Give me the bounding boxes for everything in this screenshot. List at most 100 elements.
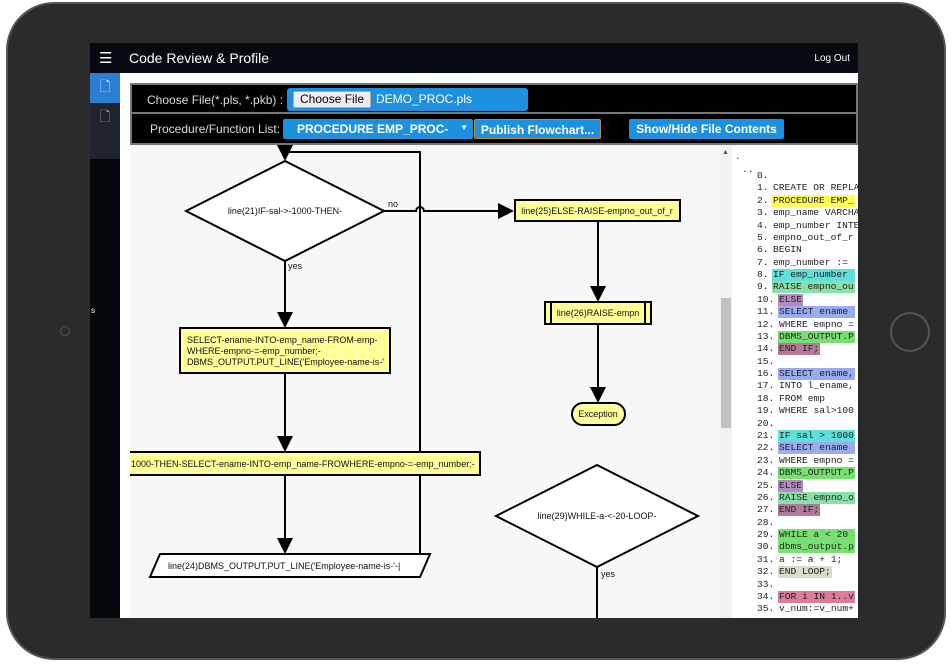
process-node-2[interactable] [130, 451, 481, 476]
code-text: FROM emp [779, 392, 826, 404]
code-line: 16.SELECT ename, [732, 368, 858, 381]
line-number: 30. [757, 541, 775, 553]
code-line: 31.a := a + 1; [732, 554, 858, 566]
line-number: 6. [757, 244, 769, 256]
code-line: 29.WHILE a < 20 [732, 529, 858, 542]
code-text: WHERE empno = [779, 318, 854, 330]
line-number: 7. [757, 256, 769, 268]
code-text: empno_out_of_r [773, 231, 854, 243]
no-label: no [388, 199, 398, 209]
selected-procedure: PROCEDURE EMP_PROC- [297, 122, 449, 136]
yes-label-1: yes [288, 261, 303, 271]
decision-1-label: line(21)IF-sal->-1000-THEN- [228, 206, 342, 216]
code-line: 8.IF emp_number [732, 269, 858, 282]
line-number: 20. [757, 417, 775, 429]
code-line: 35.v_num:=v_num+ [732, 603, 858, 615]
decision-node-2[interactable] [493, 463, 701, 569]
camera [60, 326, 70, 336]
home-button[interactable] [890, 312, 930, 352]
line-number: 24. [757, 467, 775, 479]
code-line: 10.ELSE [732, 293, 858, 306]
line-number: 31. [757, 553, 775, 565]
code-text: DBMS_OUTPUT.P [778, 330, 855, 343]
line-number: 19. [757, 405, 775, 417]
flowchart-svg: line(21)IF-sal->-1000-THEN- no yes SELEC… [130, 145, 701, 618]
line-number: 29. [757, 529, 775, 541]
file-row: Choose File(*.pls, *.pkb) : Choose File … [132, 85, 856, 114]
line-number: 21. [757, 429, 775, 441]
procedure-row: Procedure/Function List: PROCEDURE EMP_P… [132, 115, 856, 144]
code-line: 33. [732, 579, 858, 591]
code-text: DBMS_OUTPUT.P [778, 467, 855, 480]
subroutine-node-1[interactable] [544, 301, 652, 325]
code-text: WHERE sal>100 [779, 405, 854, 417]
code-text: INTO l_ename, [779, 380, 854, 392]
decision-node-1[interactable] [183, 159, 387, 263]
code-line: 32.END LOOP; [732, 566, 858, 579]
line-number: 34. [757, 590, 775, 602]
code-line: 21.IF sal > 1000 [732, 429, 858, 442]
code-line: 13.DBMS_OUTPUT.P [732, 330, 858, 343]
terminal-node-exception[interactable] [571, 402, 626, 426]
io-1-label: line(24)DBMS_OUTPUT.PUT_LINE('Employee-n… [168, 561, 400, 571]
file-name: DEMO_PROC.pls [376, 92, 473, 106]
code-line: 3.emp_name VARCHA [732, 207, 858, 219]
line-number: 25. [757, 479, 775, 491]
io-node-1[interactable] [148, 553, 432, 578]
terminal-1-label: Exception [578, 409, 618, 419]
line-number: 2. [757, 194, 769, 206]
scroll-up-arrow-icon[interactable]: ▲ [722, 149, 729, 156]
control-panel: Choose File(*.pls, *.pkb) : Choose File … [130, 83, 858, 145]
file-label: Choose File(*.pls, *.pkb) : [147, 93, 284, 107]
code-line: 19. WHERE sal>100 [732, 405, 858, 417]
line-number: 22. [757, 442, 775, 454]
process-node-3[interactable] [514, 199, 681, 222]
procedure-select[interactable]: PROCEDURE EMP_PROC- ▼ [283, 119, 473, 139]
flowchart-canvas: line(21)IF-sal->-1000-THEN- no yes SELEC… [130, 145, 720, 618]
choose-file-button[interactable]: Choose File [293, 91, 372, 108]
process-node-1[interactable] [179, 327, 391, 374]
code-line: 12.WHERE empno = [732, 319, 858, 331]
line-number: 35. [757, 603, 775, 615]
file-input[interactable]: Choose File DEMO_PROC.pls [287, 88, 528, 111]
publish-flowchart-button[interactable]: Publish Flowchart... [474, 119, 601, 139]
code-line: 0. [732, 170, 858, 182]
code-line: 1. CREATE OR REPLA [732, 182, 858, 194]
code-header-line: . [735, 151, 741, 162]
logout-link[interactable]: Log Out [814, 53, 850, 64]
procedure-list-label: Procedure/Function List: [150, 122, 281, 136]
file-icon: 🗋 [99, 108, 111, 124]
code-line: 5.empno_out_of_r [732, 232, 858, 244]
code-line: 34.FOR i IN 1..v [732, 590, 858, 603]
code-scrollbar[interactable]: ▲ [720, 145, 732, 618]
line-number: 28. [757, 516, 775, 528]
code-line: 25.ELSE [732, 479, 858, 492]
code-text: SELECT ename [778, 442, 855, 455]
line-number: 14. [757, 343, 775, 355]
code-line: 4.emp_number INTE [732, 220, 858, 232]
code-text: IF emp_number [772, 269, 855, 282]
code-line: 20. [732, 418, 858, 430]
code-text: END LOOP; [778, 566, 832, 579]
process-1-line-2: WHERE-empno-=-emp_number;- [187, 346, 321, 356]
line-number: 13. [757, 330, 775, 342]
code-text: SELECT ename [778, 306, 855, 319]
sidebar-overlay-text: s [91, 306, 95, 315]
line-number: 10. [757, 293, 775, 305]
code-text: CREATE OR REPLA [773, 182, 858, 194]
scrollbar-thumb[interactable] [721, 298, 731, 428]
process-1-line-3: DBMS_OUTPUT.PUT_LINE('Employee-name-is-' [187, 357, 384, 367]
line-number: 4. [757, 219, 769, 231]
line-number: 18. [757, 392, 775, 404]
line-number: 27. [757, 504, 775, 516]
hamburger-icon[interactable]: ☰ [99, 50, 113, 67]
sidebar-item-file-2[interactable]: 🗋 [90, 103, 120, 133]
sidebar-item-file-1[interactable]: 🗋 [90, 73, 120, 103]
code-line: 30.dbms_output.p [732, 541, 858, 554]
chevron-down-icon: ▼ [460, 123, 468, 132]
toggle-file-contents-button[interactable]: Show/Hide File Contents [629, 119, 784, 139]
code-line: 22.SELECT ename [732, 442, 858, 455]
line-number: 1. [757, 182, 769, 194]
top-bar: ☰ Code Review & Profile Log Out [90, 43, 858, 73]
